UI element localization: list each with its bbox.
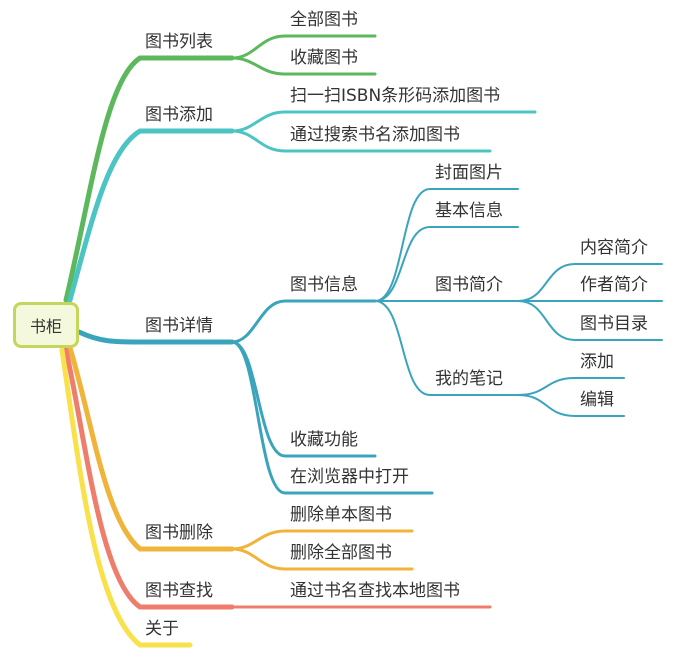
edge-info-cover (374, 188, 519, 302)
node-content-intro[interactable]: 内容简介 (580, 238, 648, 258)
node-book-info[interactable]: 图书信息 (290, 275, 358, 295)
edge-notes-add (517, 377, 625, 396)
edge-notes-edit (517, 394, 625, 417)
branch-book-search[interactable]: 图书查找 (145, 581, 213, 601)
node-delete-one[interactable]: 删除单本图书 (290, 505, 392, 525)
root-node[interactable]: 书柜 (13, 302, 79, 348)
branch-book-add[interactable]: 图书添加 (145, 105, 213, 125)
branch-book-list[interactable]: 图书列表 (145, 32, 213, 52)
edge-intro-content (517, 263, 663, 302)
edge-root-detail (76, 329, 235, 345)
branch-about[interactable]: 关于 (145, 619, 179, 639)
node-search-add[interactable]: 通过搜索书名添加图书 (290, 125, 460, 145)
edge-root-list (63, 55, 235, 303)
node-notes-add[interactable]: 添加 (580, 352, 614, 372)
node-scan-isbn[interactable]: 扫一扫ISBN条形码添加图书 (290, 86, 501, 106)
edge-add-search (230, 129, 492, 153)
edge-intro-toc (517, 300, 663, 341)
edge-detail-browser (230, 340, 434, 495)
root-label: 书柜 (29, 317, 62, 336)
edge-info-notes (374, 300, 519, 396)
edge-root-about (59, 347, 193, 648)
node-basic-info[interactable]: 基本信息 (435, 201, 503, 221)
node-notes-edit[interactable]: 编辑 (580, 390, 614, 410)
edge-root-search (63, 347, 235, 610)
branch-book-detail[interactable]: 图书详情 (145, 316, 213, 336)
edge-delete-all (230, 547, 414, 571)
node-author-intro[interactable]: 作者简介 (580, 275, 648, 295)
node-all-books[interactable]: 全部图书 (290, 10, 358, 30)
node-delete-all[interactable]: 删除全部图书 (290, 543, 392, 563)
edge-info-basic (374, 226, 519, 302)
node-cover-image[interactable]: 封面图片 (435, 163, 503, 183)
node-book-intro[interactable]: 图书简介 (435, 275, 503, 295)
node-search-local[interactable]: 通过书名查找本地图书 (290, 581, 460, 601)
node-book-toc[interactable]: 图书目录 (580, 314, 648, 334)
node-fav-function[interactable]: 收藏功能 (290, 430, 358, 450)
node-open-browser[interactable]: 在浏览器中打开 (290, 467, 409, 487)
node-my-notes[interactable]: 我的笔记 (435, 369, 503, 389)
edge-root-delete (67, 345, 235, 552)
edge-detail-info (230, 299, 377, 344)
edge-list-fav (230, 56, 377, 76)
branch-book-delete[interactable]: 图书删除 (145, 523, 213, 543)
edge-root-add (67, 128, 235, 303)
node-fav-books[interactable]: 收藏图书 (290, 48, 358, 68)
